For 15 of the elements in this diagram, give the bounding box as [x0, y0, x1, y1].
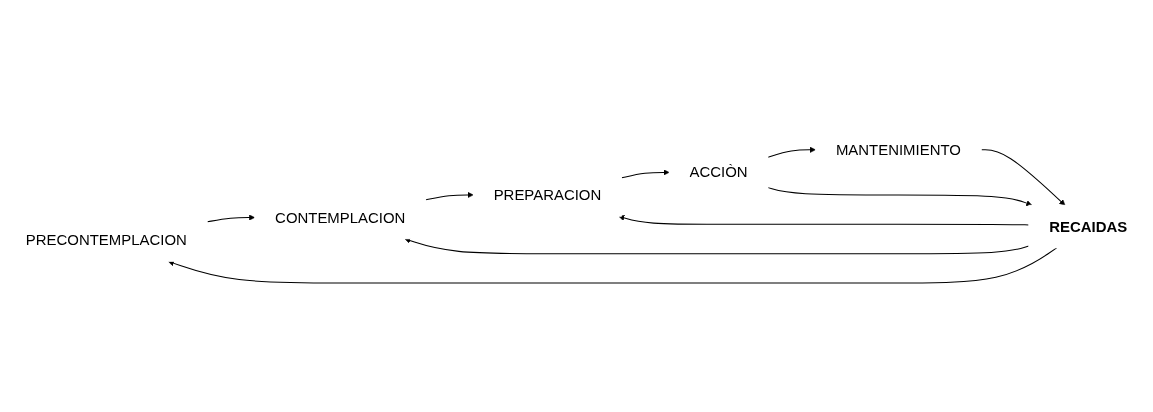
arrow: [618, 215, 1030, 226]
arrow: [404, 238, 1030, 255]
node-text: PREPARACION: [493, 186, 602, 204]
node-text: MANTENIMIENTO: [835, 141, 961, 159]
arrow: [980, 149, 1066, 206]
arrow: [425, 192, 474, 201]
arrow: [168, 247, 1058, 284]
arrow: [767, 187, 1033, 207]
arrow: [767, 147, 816, 158]
arrow: [206, 214, 255, 223]
node-text: ACCIÒN: [689, 164, 748, 182]
node-text: PRECONTEMPLACION: [25, 231, 187, 249]
arrow: [621, 169, 670, 179]
node-text: RECAIDAS: [1049, 218, 1128, 236]
node-text: CONTEMPLACION: [275, 209, 406, 227]
